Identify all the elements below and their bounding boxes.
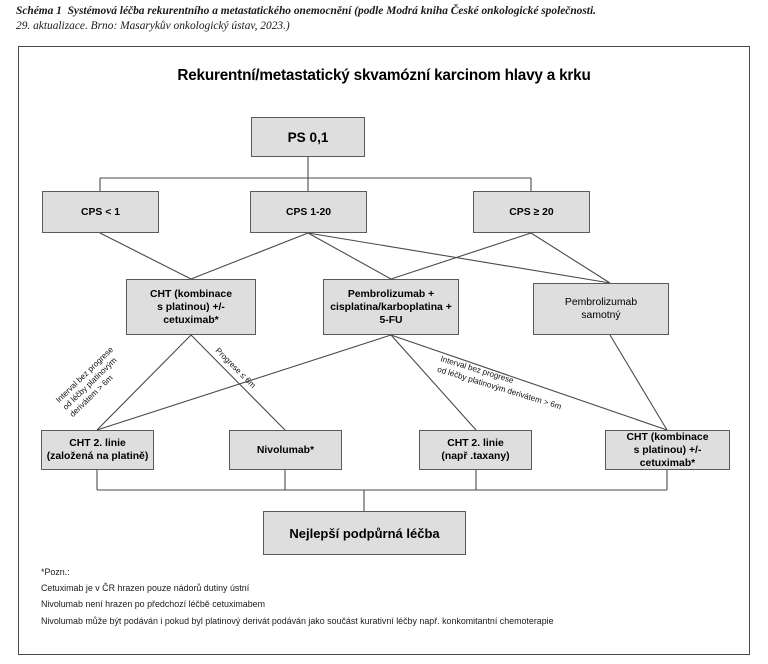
node-pembrolizumab-mono[interactable]: Pembrolizumab samotný [533,283,669,335]
connector-layer: Interval bez progrese od léčby platinový… [54,157,668,511]
footnote-line-1: Cetuximab je v ČR hrazen pouze nádorů du… [41,583,250,594]
edge-label-left-interval: Interval bez progrese od léčby platinový… [54,345,119,419]
node-cht-2nd-line-platinum[interactable]: CHT 2. linie (založená na platině) [41,430,154,470]
edge-label-progression: Progrese ≤ 6m [214,346,258,390]
node-cps-less-than-1[interactable]: CPS < 1 [42,191,159,233]
node-ps-0-1[interactable]: PS 0,1 [251,117,365,157]
svg-text:Progrese ≤ 6m: Progrese ≤ 6m [214,346,258,390]
footnote-heading: *Pozn.: [41,567,70,577]
caption-text: Systémová léčba rekurentního a metastati… [67,5,596,17]
node-cht-2nd-line-taxane[interactable]: CHT 2. linie (např .taxany) [419,430,532,470]
edge-label-right-interval: Interval bez progrese od léčby platinový… [436,354,563,411]
caption-line2: 29. aktualizace. Brno: Masarykův onkolog… [16,19,290,32]
footnotes: *Pozn.: Cetuximab je v ČR hrazen pouze n… [41,564,731,629]
node-cps-ge-20[interactable]: CPS ≥ 20 [473,191,590,233]
node-cps-1-20[interactable]: CPS 1-20 [250,191,367,233]
node-pembrolizumab-chemo[interactable]: Pembrolizumab + cisplatina/karboplatina … [323,279,459,335]
node-cht-combo-cetuximab[interactable]: CHT (kombinace s platinou) +/- cetuximab… [605,430,730,470]
figure-caption: Schéma 1 Systémová léčba rekurentního a … [16,4,756,33]
caption-label: Schéma 1 [16,5,62,17]
node-cht-platinum-cetuximab[interactable]: CHT (kombinace s platinou) +/- cetuximab… [126,279,256,335]
footnote-line-2: Nivolumab není hrazen po předchozí léčbě… [41,599,265,610]
footnote-line-3: Nivolumab může být podáván i pokud byl p… [41,615,554,626]
diagram-title: Rekurentní/metastatický skvamózní karcin… [177,67,591,84]
node-nivolumab[interactable]: Nivolumab* [229,430,342,470]
diagram-frame: Rekurentní/metastatický skvamózní karcin… [18,46,750,655]
node-best-supportive-care[interactable]: Nejlepší podpůrná léčba [263,511,466,555]
